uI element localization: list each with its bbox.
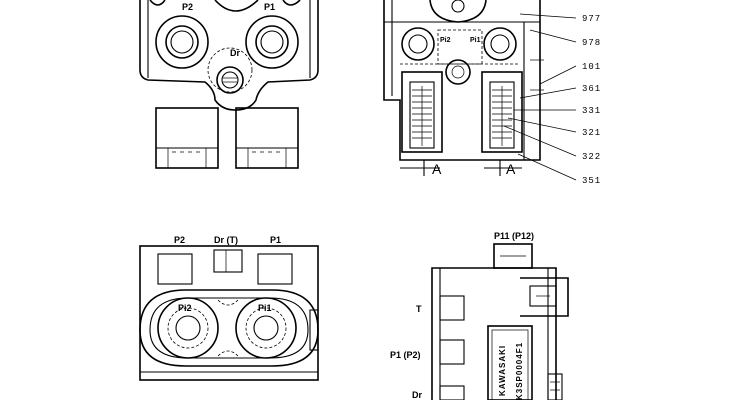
- label-dr-bottom-right: Dr: [412, 390, 422, 400]
- bottom-right-view: KAWASAKI K3SP0004F1 P11 (P12) T P1 (P2) …: [390, 231, 569, 400]
- label-p2-top: P2: [182, 2, 193, 12]
- part-number-321: 321: [582, 128, 601, 138]
- bottom-left-view: P2 Dr (T) P1 Pi2 Pi1: [139, 235, 319, 381]
- label-pi1-bottom: Pi1: [258, 303, 272, 313]
- nameplate-brand: KAWASAKI: [498, 345, 507, 396]
- label-p11-p12: P11 (P12): [494, 231, 534, 241]
- nameplate-code: K3SP0004F1: [515, 342, 524, 400]
- top-right-view: A A Pi2 Pi1 977 978 101 361 331 321 322 …: [383, 0, 601, 186]
- label-dr-top: Dr: [230, 48, 240, 58]
- part-number-977: 977: [582, 14, 601, 24]
- part-number-361: 361: [582, 84, 601, 94]
- label-p2-bottom-left: P2: [174, 235, 185, 245]
- label-p1-p2-bottom-right: P1 (P2): [390, 350, 421, 360]
- part-number-101: 101: [582, 62, 601, 72]
- label-pi2-bottom: Pi2: [178, 303, 192, 313]
- section-mark-a-left: A: [432, 161, 442, 177]
- top-left-view: P2 P1 Dr: [139, 0, 319, 169]
- label-p1-top: P1: [264, 2, 275, 12]
- part-number-322: 322: [582, 152, 601, 162]
- part-number-978: 978: [582, 38, 601, 48]
- part-number-331: 331: [582, 106, 601, 116]
- label-dr-t-bottom-left: Dr (T): [214, 235, 238, 245]
- part-number-351: 351: [582, 176, 601, 186]
- label-pi2-section: Pi2: [440, 37, 451, 44]
- label-pi1-section: Pi1: [470, 37, 481, 44]
- section-mark-a-right: A: [506, 161, 516, 177]
- label-p1-bottom-left: P1: [270, 235, 281, 245]
- label-t-bottom-right: T: [416, 304, 422, 314]
